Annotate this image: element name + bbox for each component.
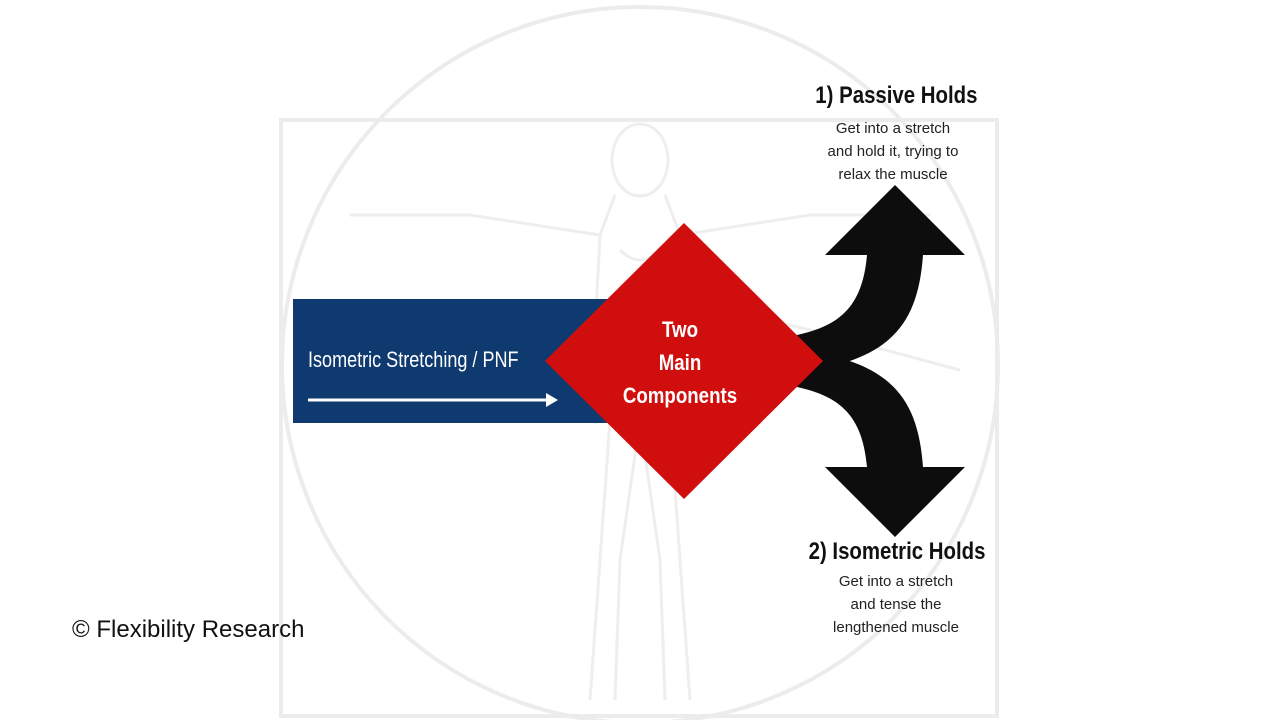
- input-bar-label: Isometric Stretching / PNF: [308, 347, 519, 372]
- description-line: Get into a stretch: [838, 573, 954, 590]
- passive-holds-heading: 1) Passive Holds: [766, 82, 1026, 110]
- isometric-holds-heading: 2) Isometric Holds: [767, 538, 1027, 566]
- description-line: and tense the: [850, 596, 942, 613]
- heading-text: 2) Isometric Holds: [808, 538, 986, 565]
- center-label-line: Two: [661, 317, 698, 342]
- center-label: Two Main Components: [600, 313, 760, 412]
- description-line: and hold it, trying to: [827, 143, 959, 160]
- center-diamond: [545, 223, 823, 499]
- flow-arrow-head: [546, 393, 558, 407]
- isometric-holds-description: Get into a stretch and tense the lengthe…: [796, 570, 996, 639]
- heading-text: 1) Passive Holds: [814, 82, 978, 109]
- down-branch-arrow: [780, 350, 965, 537]
- center-label-line: Main: [658, 350, 702, 375]
- center-label-line: Components: [622, 383, 738, 408]
- description-line: lengthened muscle: [833, 619, 959, 636]
- passive-holds-description: Get into a stretch and hold it, trying t…: [793, 117, 993, 186]
- description-line: Get into a stretch: [835, 120, 951, 137]
- up-branch-arrow: [780, 185, 965, 372]
- copyright-notice: © Flexibility Research: [72, 616, 305, 643]
- description-line: relax the muscle: [838, 166, 948, 183]
